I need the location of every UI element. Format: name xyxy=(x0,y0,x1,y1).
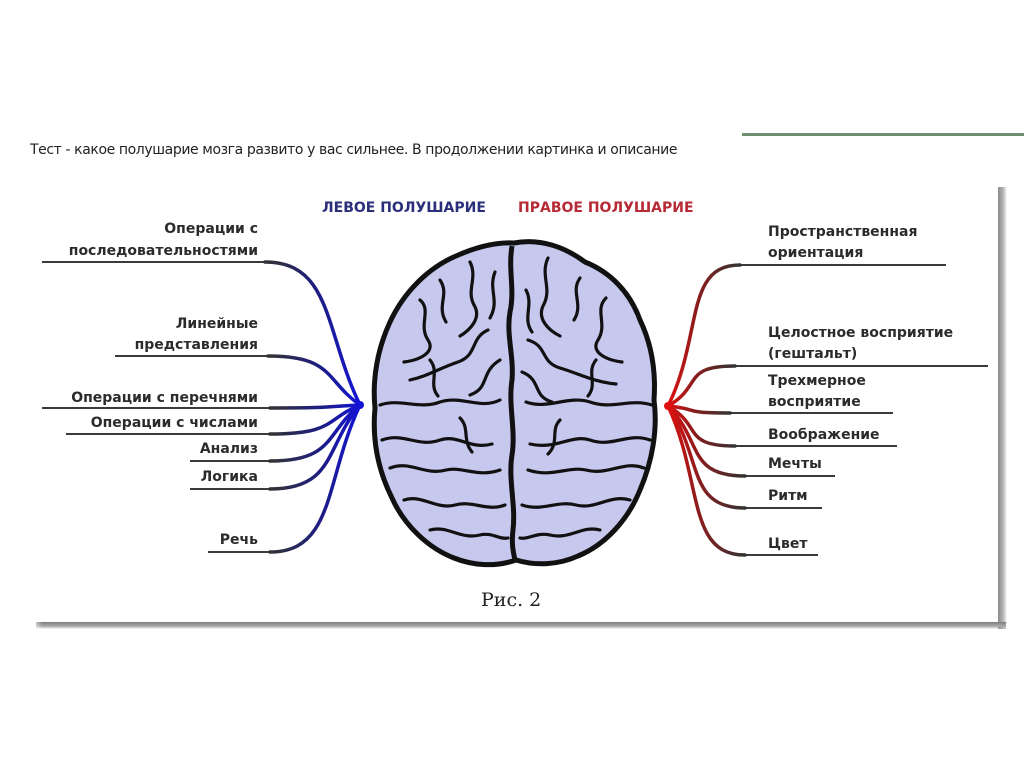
right-item-label: Цвет xyxy=(768,536,808,552)
figure-shadow-bottom xyxy=(30,622,1006,629)
left-item-label: Анализ xyxy=(200,441,258,457)
left-connector-curve xyxy=(268,403,362,554)
left-item-label: Операции с числами xyxy=(91,415,258,431)
right-item-label: Мечты xyxy=(768,456,822,472)
left-connector-curve xyxy=(268,403,362,463)
left-connectors xyxy=(42,260,364,554)
right-connector-curve xyxy=(666,404,747,557)
right-connector-curve xyxy=(666,263,742,408)
right-item-label: Целостное восприятие xyxy=(768,325,953,341)
left-connector-curve xyxy=(263,260,362,407)
left-connector-curve xyxy=(266,354,362,407)
brain-fissure xyxy=(506,245,518,561)
right-item-label: (гештальт) xyxy=(768,346,857,362)
left-item-label: Операции с xyxy=(164,221,258,237)
right-item-label: Трехмерное xyxy=(768,373,866,389)
post-caption: Тест - какое полушарие мозга развито у в… xyxy=(30,142,678,158)
figure-shadow-right xyxy=(998,187,1007,629)
right-connector-curve xyxy=(666,364,737,408)
left-hub-point xyxy=(356,401,364,409)
right-item-label: восприятие xyxy=(768,394,861,410)
right-hub-point xyxy=(664,402,672,410)
right-item-label: Ритм xyxy=(768,488,808,504)
left-item-label: Линейные xyxy=(176,316,258,332)
left-connector-curve xyxy=(268,403,362,436)
right-connector-curve xyxy=(666,404,747,510)
brain-icon xyxy=(371,239,658,568)
left-hemisphere-title: ЛЕВОЕ ПОЛУШАРИЕ xyxy=(322,200,486,216)
right-connector-curve xyxy=(666,404,737,448)
left-item-label: представления xyxy=(135,337,258,353)
right-item-label: Пространственная xyxy=(768,224,917,240)
left-item-label: Операции с перечнями xyxy=(71,390,258,406)
left-connector-curve xyxy=(268,403,362,410)
right-item-label: ориентация xyxy=(768,245,863,261)
right-connector-curve xyxy=(666,404,732,415)
brain-sulci xyxy=(378,256,654,540)
right-item-label: Воображение xyxy=(768,427,880,443)
right-connector-curve xyxy=(666,404,747,478)
left-connector-curve xyxy=(268,403,362,491)
top-divider-line xyxy=(742,133,1024,136)
left-item-label: Речь xyxy=(220,532,258,548)
right-connectors xyxy=(664,263,988,557)
figure-caption: Рис. 2 xyxy=(481,589,541,611)
left-item-label: последовательностями xyxy=(69,243,258,259)
left-item-label: Логика xyxy=(201,469,258,485)
right-hemisphere-title: ПРАВОЕ ПОЛУШАРИЕ xyxy=(518,200,694,216)
